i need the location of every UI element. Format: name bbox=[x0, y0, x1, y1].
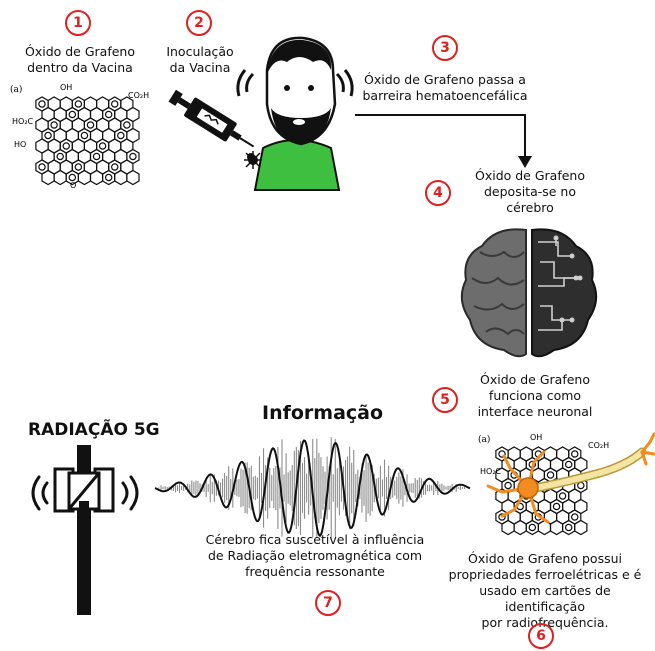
svg-text:OH: OH bbox=[60, 83, 72, 92]
step-2-label: Inoculação da Vacina bbox=[166, 44, 234, 75]
hexagon-ring bbox=[77, 169, 92, 186]
step-4-number: 4 bbox=[425, 180, 451, 206]
step-5-number: 5 bbox=[432, 387, 458, 413]
svg-text:HO: HO bbox=[14, 140, 26, 149]
ring-circle bbox=[564, 523, 573, 532]
svg-text:HO₂C: HO₂C bbox=[480, 467, 502, 476]
wave-signal bbox=[154, 437, 471, 539]
ring-circle bbox=[74, 163, 83, 171]
svg-text:HO₂C: HO₂C bbox=[12, 117, 34, 126]
ring-circle bbox=[552, 502, 561, 511]
ring-circle bbox=[498, 450, 506, 458]
step-5-label: Óxido de Grafeno funciona como interface… bbox=[477, 372, 593, 419]
ring-circle bbox=[68, 173, 77, 182]
graphene-oxide-molecule-1: (a) OH CO₂H HO₂C HO O bbox=[10, 83, 149, 190]
cell-tower-icon bbox=[31, 445, 139, 615]
ring-circle bbox=[577, 481, 585, 490]
ring-circle bbox=[38, 100, 46, 108]
ring-circle bbox=[104, 110, 113, 119]
svg-text:CO₂H: CO₂H bbox=[128, 91, 149, 100]
svg-text:O: O bbox=[70, 181, 76, 190]
flow-arrow bbox=[355, 114, 532, 168]
molecule-tag: (a) bbox=[10, 84, 22, 95]
radiation-title: RADIAÇÃO 5G bbox=[28, 420, 160, 440]
hexagon-ring bbox=[525, 519, 540, 536]
hexagon-ring bbox=[114, 169, 128, 186]
hexagon-ring bbox=[126, 169, 140, 186]
ring-circle bbox=[129, 152, 137, 161]
ring-circle bbox=[104, 173, 113, 182]
hexagon-ring bbox=[574, 519, 588, 536]
ring-circle bbox=[528, 523, 537, 532]
ring-circle bbox=[110, 163, 119, 171]
person-illustration bbox=[236, 36, 354, 191]
ring-circle bbox=[110, 100, 119, 108]
hexagon-ring bbox=[561, 519, 576, 536]
step-7-label: Cérebro fica suscetível à influência de … bbox=[205, 532, 425, 579]
hexagon-ring bbox=[89, 169, 104, 186]
step-3-label: Óxido de Grafeno passa a barreira hemato… bbox=[362, 72, 528, 103]
brain-icon bbox=[460, 228, 598, 358]
svg-text:OH: OH bbox=[530, 433, 542, 442]
svg-text:CO₂H: CO₂H bbox=[588, 441, 609, 450]
ring-circle bbox=[80, 131, 89, 140]
ring-circle bbox=[546, 471, 555, 479]
ring-circle bbox=[570, 513, 579, 521]
ring-circle bbox=[117, 131, 125, 140]
ring-circle bbox=[498, 513, 506, 521]
ring-circle bbox=[68, 110, 77, 119]
carrier-wave bbox=[154, 439, 471, 538]
ring-circle bbox=[123, 121, 131, 129]
step-2-number: 2 bbox=[186, 10, 212, 36]
step-6-label: Óxido de Grafeno possui propriedades fer… bbox=[448, 551, 642, 630]
ring-circle bbox=[50, 121, 58, 129]
step-4-label: Óxido de Grafeno deposita-se no cérebro bbox=[474, 168, 585, 215]
ring-circle bbox=[570, 450, 579, 458]
ring-circle bbox=[62, 142, 70, 150]
graphene-oxide-molecule-2: (a) OH CO₂H HO₂C bbox=[478, 432, 655, 536]
step-1-number: 1 bbox=[65, 10, 91, 36]
neuron-icon bbox=[486, 432, 655, 524]
ring-circle bbox=[92, 152, 101, 161]
ring-circle bbox=[38, 163, 46, 171]
ring-circle bbox=[98, 142, 107, 150]
hexagon-ring bbox=[101, 169, 116, 186]
hexagon-ring bbox=[53, 169, 67, 186]
ring-circle bbox=[74, 100, 83, 108]
svg-text:(a): (a) bbox=[478, 434, 490, 445]
ring-circle bbox=[44, 131, 52, 140]
hexagon-ring bbox=[501, 519, 515, 536]
wave-title: Informação bbox=[262, 402, 384, 424]
step-6-number: 6 bbox=[528, 623, 554, 649]
hexagon-ring bbox=[549, 519, 564, 536]
step-1-label: Óxido de Grafeno dentro da Vacina bbox=[24, 44, 135, 75]
hexagon-ring bbox=[41, 169, 55, 186]
hexagon-ring bbox=[513, 519, 527, 536]
ring-circle bbox=[558, 492, 567, 500]
ring-circle bbox=[504, 481, 512, 490]
ring-circle bbox=[86, 121, 95, 129]
step-3-number: 3 bbox=[432, 35, 458, 61]
ring-circle bbox=[56, 152, 64, 161]
step-7-number: 7 bbox=[315, 590, 341, 616]
ring-circle bbox=[564, 460, 573, 469]
virus-icon bbox=[244, 151, 262, 169]
